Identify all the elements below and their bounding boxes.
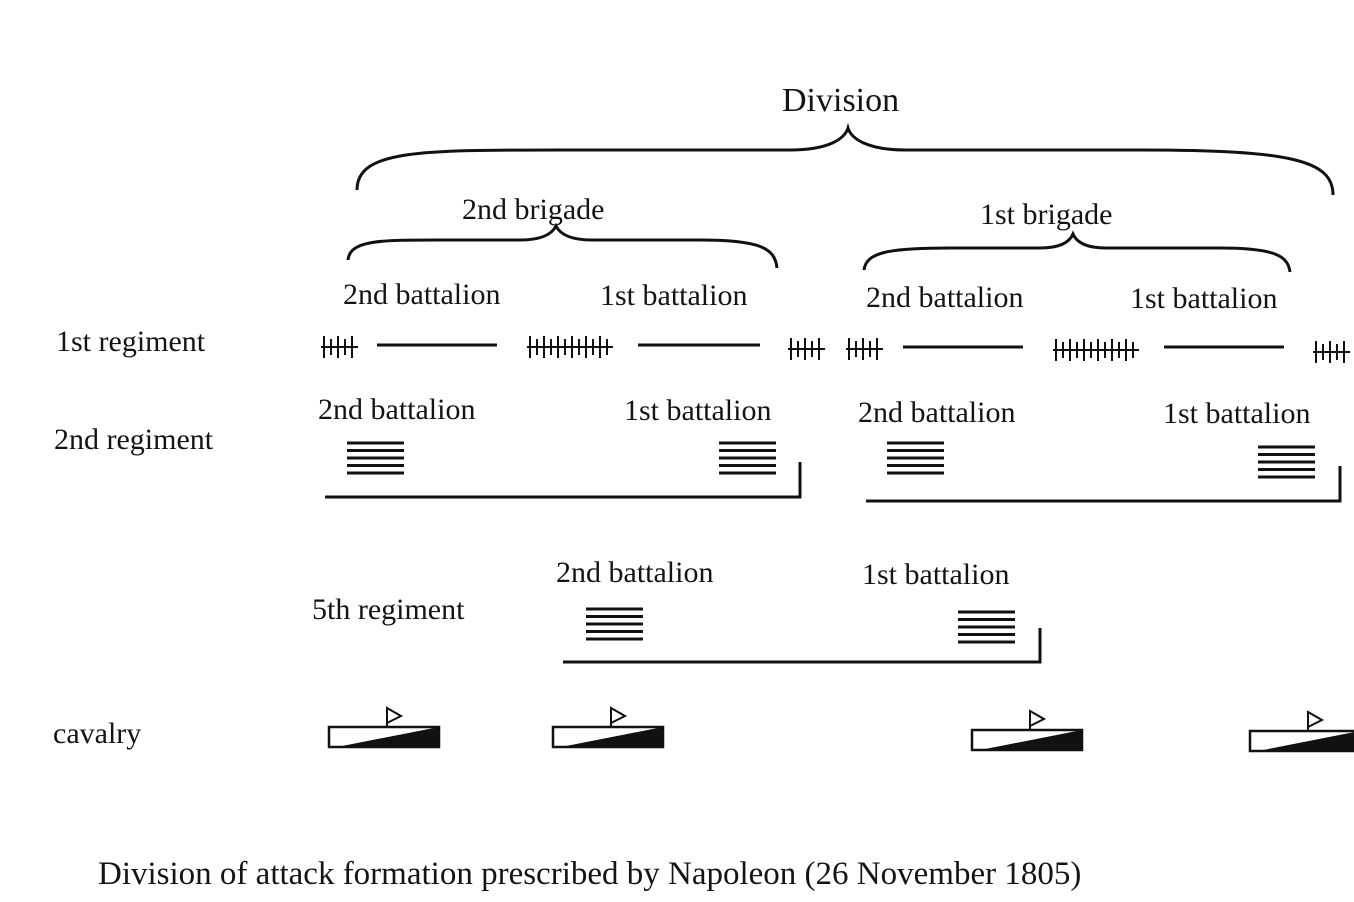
battalion-label: 1st battalion bbox=[862, 558, 1010, 591]
battalion-label: 2nd battalion bbox=[858, 396, 1016, 429]
battalion-label: 2nd battalion bbox=[866, 281, 1024, 314]
brigade-label: 1st brigade bbox=[980, 198, 1113, 231]
brigade-label: 2nd brigade bbox=[462, 193, 605, 226]
regiment-label: cavalry bbox=[53, 717, 142, 750]
column-formation bbox=[586, 607, 643, 641]
column-formation bbox=[1258, 445, 1315, 479]
battalion-label: 1st battalion bbox=[1163, 397, 1311, 430]
column-formation bbox=[958, 610, 1015, 644]
battalion-label: 1st battalion bbox=[1130, 282, 1278, 315]
column-formation bbox=[347, 441, 404, 475]
cavalry-unit-symbol bbox=[327, 706, 441, 749]
skirmisher-cluster bbox=[1053, 339, 1139, 361]
regiment-bracket bbox=[563, 628, 1042, 664]
skirmisher-cluster bbox=[846, 338, 883, 360]
column-formation bbox=[719, 441, 776, 475]
skirmisher-cluster bbox=[527, 336, 613, 358]
cavalry-row bbox=[327, 706, 1354, 753]
skirmisher-cluster bbox=[1313, 341, 1350, 363]
regiment-bracket bbox=[866, 466, 1342, 503]
fifth-regiment-row bbox=[563, 607, 1042, 664]
battalion-label: 2nd battalion bbox=[318, 393, 476, 426]
battalion-label: 1st battalion bbox=[600, 279, 748, 312]
battalion-label: 2nd battalion bbox=[343, 278, 501, 311]
cavalry-unit-symbol bbox=[551, 706, 665, 749]
column-formation bbox=[887, 441, 944, 475]
first-brigade-brace bbox=[862, 230, 1292, 273]
skirmisher-cluster bbox=[321, 336, 358, 358]
cavalry-unit-symbol bbox=[1248, 710, 1354, 753]
cavalry-unit-symbol bbox=[970, 709, 1084, 752]
division-title: Division bbox=[782, 82, 900, 119]
second-regiment-row bbox=[325, 441, 1342, 503]
division-brace bbox=[355, 122, 1335, 196]
skirmisher-cluster bbox=[788, 338, 825, 360]
second-brigade-brace bbox=[346, 222, 779, 269]
battalion-label: 1st battalion bbox=[624, 394, 772, 427]
figure-caption: Division of attack formation prescribed … bbox=[98, 856, 1082, 892]
regiment-bracket bbox=[325, 462, 802, 499]
regiment-label: 1st regiment bbox=[56, 325, 206, 358]
regiment-label: 5th regiment bbox=[312, 593, 465, 626]
regiment-label: 2nd regiment bbox=[54, 423, 214, 456]
battalion-label: 2nd battalion bbox=[556, 556, 714, 589]
first-regiment-row bbox=[321, 336, 1350, 363]
